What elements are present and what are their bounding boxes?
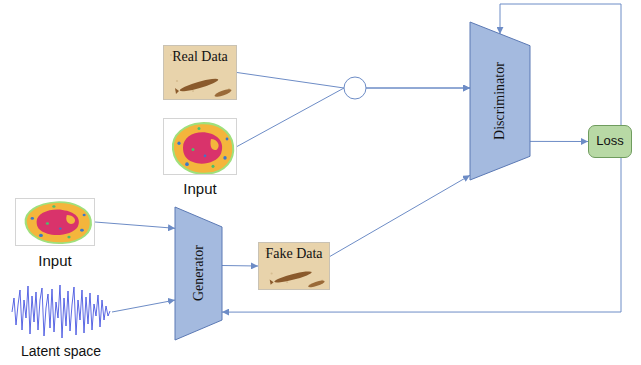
merge-circle <box>344 77 366 99</box>
image-label: Input <box>183 180 216 197</box>
block-label: Loss <box>596 134 623 149</box>
data-image: Real Data <box>163 45 237 100</box>
loss-box: Loss <box>588 125 632 158</box>
block-label: Fake Data <box>265 246 322 262</box>
input-image: Input <box>15 198 95 246</box>
input-image: Input <box>163 118 237 175</box>
flow-arrow <box>330 175 470 256</box>
image-label: Input <box>38 252 71 269</box>
flow-arrow <box>222 265 258 267</box>
block-label: Discriminator <box>492 62 508 140</box>
flow-arrow <box>95 222 175 228</box>
flow-arrow <box>112 300 175 312</box>
flow-arrow <box>530 141 588 142</box>
data-image: Fake Data <box>258 242 330 290</box>
image-label: Latent space <box>21 343 101 359</box>
discriminator-block: Discriminator <box>470 22 530 180</box>
noise-image: Latent space <box>10 282 112 342</box>
block-label: Generator <box>190 246 206 302</box>
block-label: Real Data <box>172 49 228 65</box>
generator-block: Generator <box>175 207 222 340</box>
flow-arrow <box>222 158 621 312</box>
